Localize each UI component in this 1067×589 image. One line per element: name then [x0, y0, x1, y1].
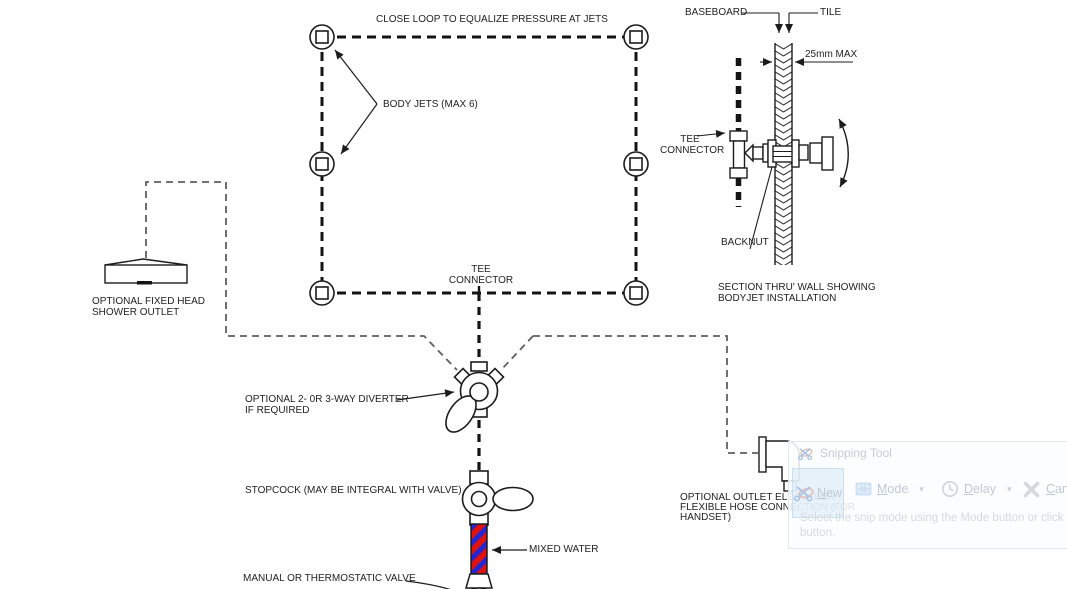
body-jet-loop	[320, 35, 638, 295]
optional-branch-piping	[145, 181, 758, 454]
cancel-button[interactable]: Cancel	[1022, 478, 1067, 500]
snipping-tool-title: Snipping Tool	[820, 446, 892, 460]
delay-button-label: Delay	[964, 482, 996, 496]
fixed-head-shower-label: OPTIONAL FIXED HEAD SHOWER OUTLET	[92, 296, 205, 318]
new-scissors-icon	[793, 483, 814, 503]
cancel-button-label: Cancel	[1046, 482, 1067, 496]
backnut-label: BACKNUT	[721, 237, 769, 248]
snipping-tool-app-icon	[798, 446, 813, 461]
section-tee-connector-label: TEE CONNECTOR	[660, 134, 725, 156]
body-jets-leader-arrows	[334, 49, 378, 155]
new-button[interactable]: New	[792, 468, 844, 518]
body-jets-label: BODY JETS (MAX 6)	[383, 99, 478, 110]
chevron-down-icon[interactable]: ▾	[919, 483, 924, 494]
tee-and-bodyjet-fittings	[729, 130, 834, 179]
diverter-leader-arrow	[396, 389, 455, 401]
body-jet-symbols	[309, 24, 649, 306]
wall-dimension-label: 25mm MAX	[805, 49, 858, 60]
mixed-water-label: MIXED WATER	[529, 544, 599, 555]
swivel-arc-arrow	[838, 118, 849, 188]
snip-hint-text: Select the snip mode using the Mode butt…	[800, 511, 1067, 541]
chevron-down-icon[interactable]: ▾	[1006, 483, 1012, 494]
loop-tee-connector-label: TEE CONNECTOR	[448, 264, 514, 286]
stopcock-label: STOPCOCK (MAY BE INTEGRAL WITH VALVE)	[245, 485, 462, 496]
delay-button[interactable]: Delay ▾	[941, 478, 1012, 500]
cancel-x-icon	[1022, 480, 1041, 499]
mixed-water-pipe	[470, 523, 527, 575]
mode-button-label: Mode	[877, 482, 909, 496]
section-leader-lines	[696, 12, 853, 250]
baseboard-label: BASEBOARD	[685, 7, 748, 18]
mode-button[interactable]: Mode ▾	[855, 478, 924, 500]
thermostatic-valve-label: MANUAL OR THERMOSTATIC VALVE	[243, 573, 416, 584]
new-button-label: New	[816, 486, 842, 500]
outlet-elbow-label: OPTIONAL OUTLET ELBOW FOR FLEXIBLE HOSE …	[680, 492, 856, 523]
wall-section-drawing	[696, 12, 853, 265]
delay-clock-icon	[941, 480, 959, 498]
shower-head-drawing	[104, 258, 188, 285]
tile-label: TILE	[820, 7, 842, 18]
mode-icon	[855, 482, 872, 496]
snip-hint-line2: button.	[800, 527, 836, 539]
snipping-tool-titlebar: Snipping Tool	[789, 442, 1067, 464]
diverter-valve-drawing	[445, 361, 505, 433]
snipping-tool-window[interactable]: Snipping Tool New Mode ▾	[788, 441, 1067, 549]
snip-hint-line1: Select the snip mode using the Mode butt…	[800, 512, 1067, 524]
thermostatic-valve-drawing	[405, 573, 493, 589]
loop-title: CLOSE LOOP TO EQUALIZE PRESSURE AT JETS	[376, 14, 608, 25]
diverter-label: OPTIONAL 2- 0R 3-WAY DIVERTER IF REQUIRE…	[245, 394, 409, 416]
stopcock-drawing	[461, 470, 534, 526]
section-caption: SECTION THRU' WALL SHOWING BODYJET INSTA…	[718, 282, 876, 304]
